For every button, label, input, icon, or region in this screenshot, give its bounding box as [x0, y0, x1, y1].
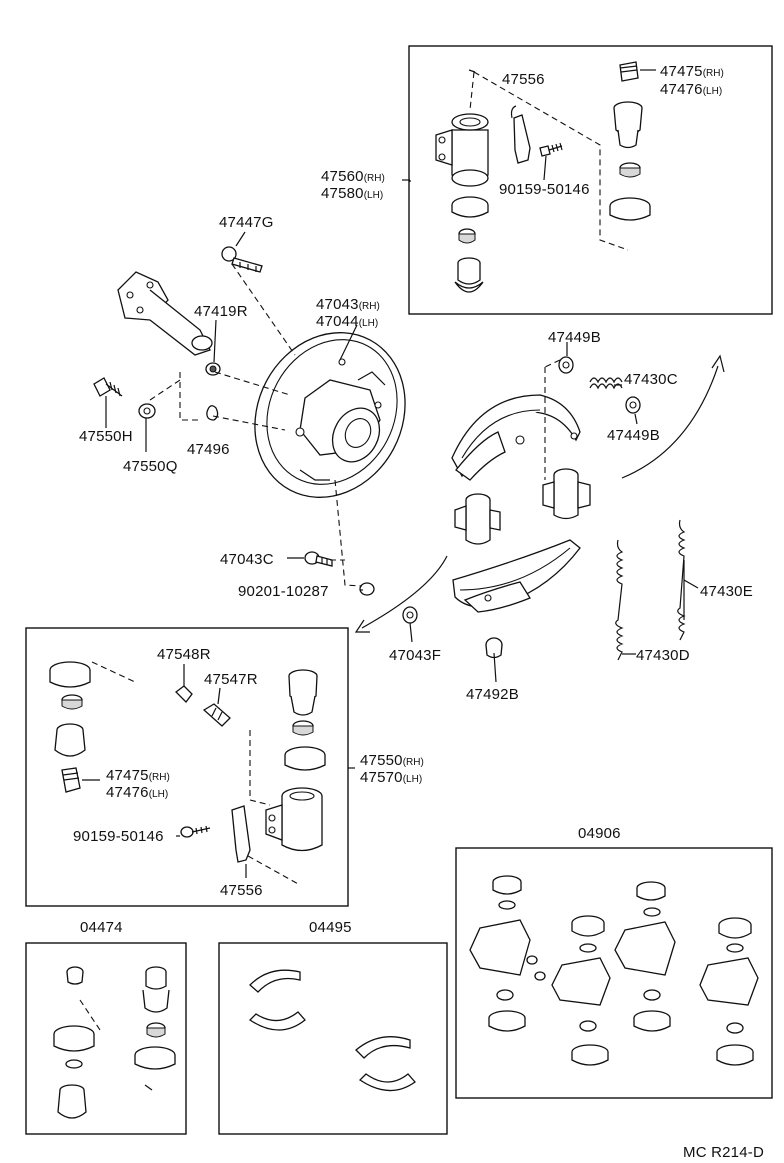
wheel-cylinder-lh-box [25, 627, 349, 907]
kit-04474-illustration [53, 966, 176, 1119]
label-47043: 47043(RH) [316, 296, 380, 313]
label-47419R: 47419R [194, 303, 248, 320]
label-47496: 47496 [187, 441, 230, 458]
label-47560: 47560(RH) [321, 168, 385, 185]
label-47449B-lower: 47449B [607, 427, 660, 444]
label-47556-top: 47556 [502, 71, 545, 88]
label-04474: 04474 [80, 919, 123, 936]
label-47580: 47580(LH) [321, 185, 383, 202]
kit-04495-illustration [248, 969, 416, 1092]
footer-code: MC R214-D [683, 1144, 764, 1158]
label-47447G: 47447G [219, 214, 274, 231]
label-47043F: 47043F [389, 647, 441, 664]
label-47475-bottom: 47475(RH) [106, 767, 170, 784]
label-47476-bottom: 47476(LH) [106, 784, 168, 801]
label-47550: 47550(RH) [360, 752, 424, 769]
label-47548R: 47548R [157, 646, 211, 663]
label-47475-top: 47475(RH) [660, 63, 724, 80]
label-90201: 90201-10287 [238, 583, 329, 600]
label-04906: 04906 [578, 825, 621, 842]
label-47430C: 47430C [624, 371, 678, 388]
label-90159-bottom: 90159-50146 [73, 828, 164, 845]
label-90159-top: 90159-50146 [499, 181, 590, 198]
wheel-cylinder-lh-illustration [49, 661, 326, 886]
kit-04474-box [25, 942, 187, 1135]
kit-04495-box [218, 942, 448, 1135]
kit-04906-illustration [469, 875, 759, 1066]
brake-shoes-illustration [354, 354, 725, 661]
label-04495: 04495 [309, 919, 352, 936]
label-47550Q: 47550Q [123, 458, 178, 475]
label-47476-top: 47476(LH) [660, 81, 722, 98]
label-47547R: 47547R [204, 671, 258, 688]
label-47449B-upper: 47449B [548, 329, 601, 346]
label-47570: 47570(LH) [360, 769, 422, 786]
label-47044: 47044(LH) [316, 313, 378, 330]
label-47492B: 47492B [466, 686, 519, 703]
part-labels: 47556 47475(RH) 47476(LH) 47560(RH) 4758… [73, 63, 764, 1161]
kit-04906-box [455, 847, 773, 1099]
leader-lines [82, 69, 699, 878]
label-47430E: 47430E [700, 583, 753, 600]
label-47043C: 47043C [220, 551, 274, 568]
backing-plate-illustration [93, 246, 406, 596]
label-47550H: 47550H [79, 428, 133, 445]
label-47430D: 47430D [636, 647, 690, 664]
label-47556-bottom: 47556 [220, 882, 263, 899]
wheel-cylinder-rh-illustration [435, 61, 651, 293]
